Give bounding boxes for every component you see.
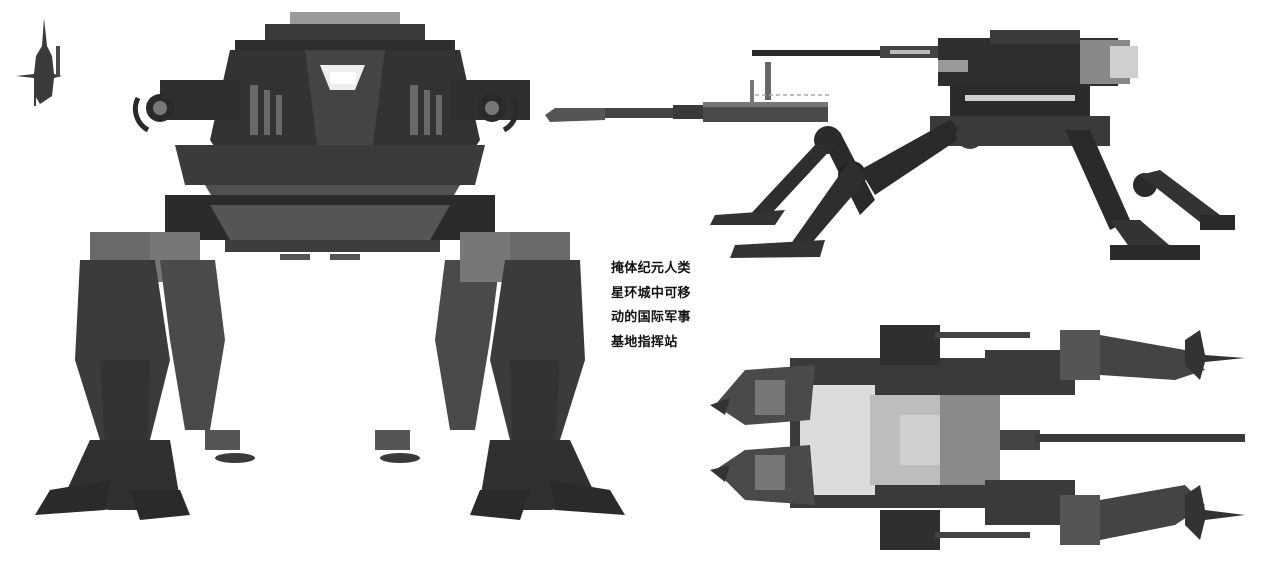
detached-cannon [545,60,835,130]
caption-line-4: 基地指挥站 [611,334,678,350]
front-view-mech [30,10,630,530]
caption-line-2: 星环城中可移 [611,285,691,301]
caption-line-1: 掩体纪元人类 [611,261,691,276]
side-view-mech [700,20,1260,270]
scale-silhouette [14,16,64,111]
caption-line-3: 动的国际军事 [611,310,691,325]
design-caption: 掩体纪元人类 星环城中可移 动的国际军事 基地指挥站 [611,257,711,355]
top-view-mech [705,310,1250,570]
